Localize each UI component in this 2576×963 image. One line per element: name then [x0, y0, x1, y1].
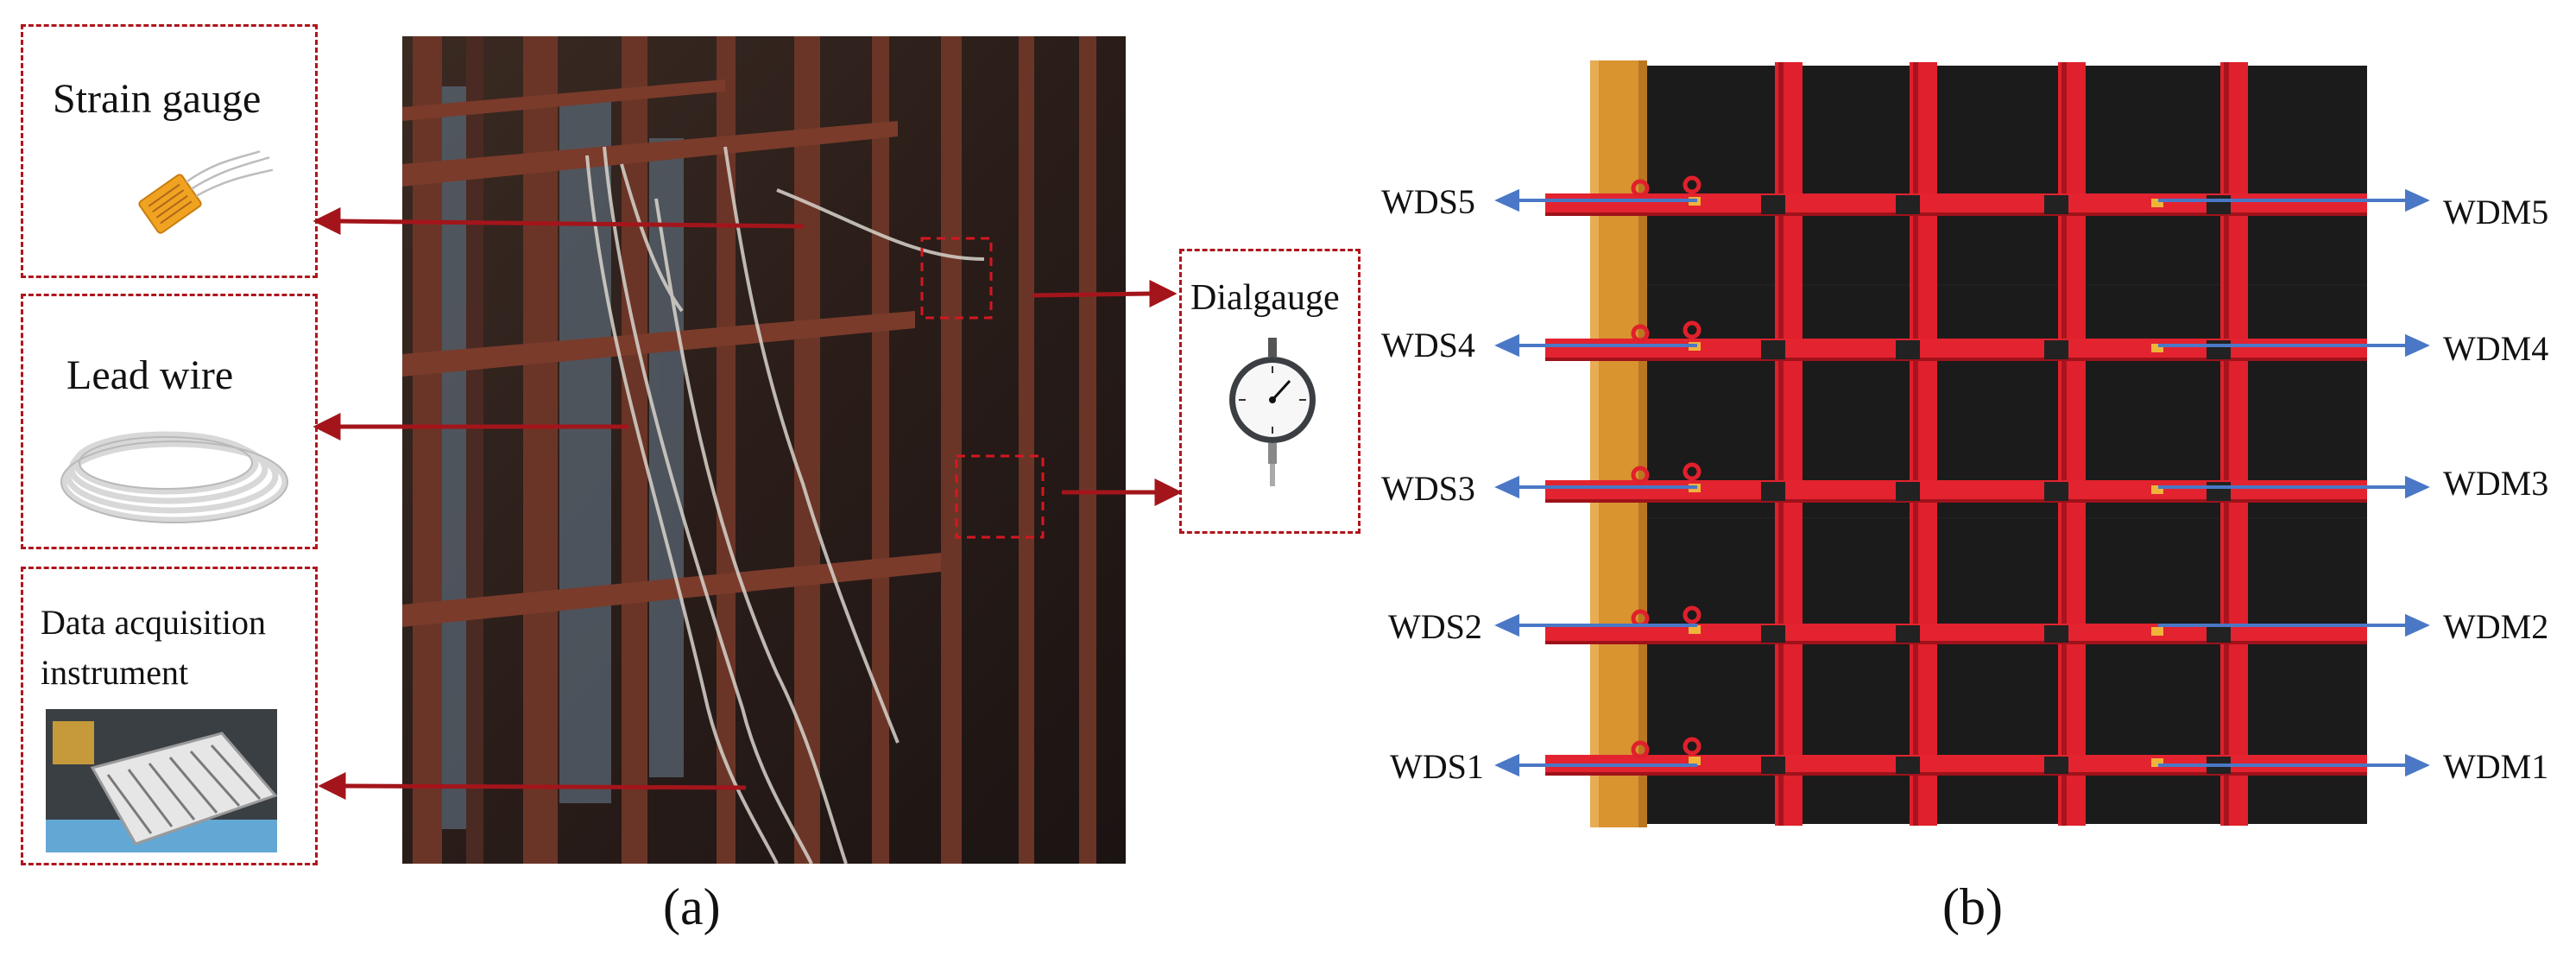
label-wdm5: WDM5: [2443, 193, 2549, 231]
data-acquisition-instrument-icon: [46, 709, 278, 852]
label-wdm4: WDM4: [2443, 329, 2549, 368]
strain-gauge-label: Strain gauge: [53, 76, 262, 122]
label-wdm2: WDM2: [2443, 607, 2549, 646]
label-wdm1: WDM1: [2443, 747, 2549, 786]
dial-gauge-box: Dialgauge: [1179, 249, 1361, 534]
label-wds3: WDS3: [1381, 469, 1475, 508]
dial-gauge-label: Dialgauge: [1190, 278, 1340, 318]
lead-wire-label: Lead wire: [66, 352, 234, 398]
lead-wire-coil-icon: [60, 431, 288, 523]
dial-gauge-icon: [1229, 338, 1316, 486]
strain-gauge-icon: [138, 150, 274, 234]
label-wdm3: WDM3: [2443, 464, 2549, 503]
label-wds2: WDS2: [1388, 607, 1482, 646]
strain-gauge-box: Strain gauge: [21, 24, 318, 278]
label-wds1: WDS1: [1390, 747, 1484, 786]
label-wds5: WDS5: [1381, 182, 1475, 221]
lead-wire-box: Lead wire: [21, 294, 318, 549]
data-acquisition-label-line2: instrument: [41, 653, 189, 692]
data-acquisition-label-line1: Data acquisition: [41, 603, 267, 642]
data-acquisition-box: Data acquisition instrument: [21, 567, 318, 865]
panel-b-caption: (b): [1942, 878, 2003, 935]
label-wds4: WDS4: [1381, 326, 1475, 364]
panel-a-caption: (a): [663, 878, 721, 935]
